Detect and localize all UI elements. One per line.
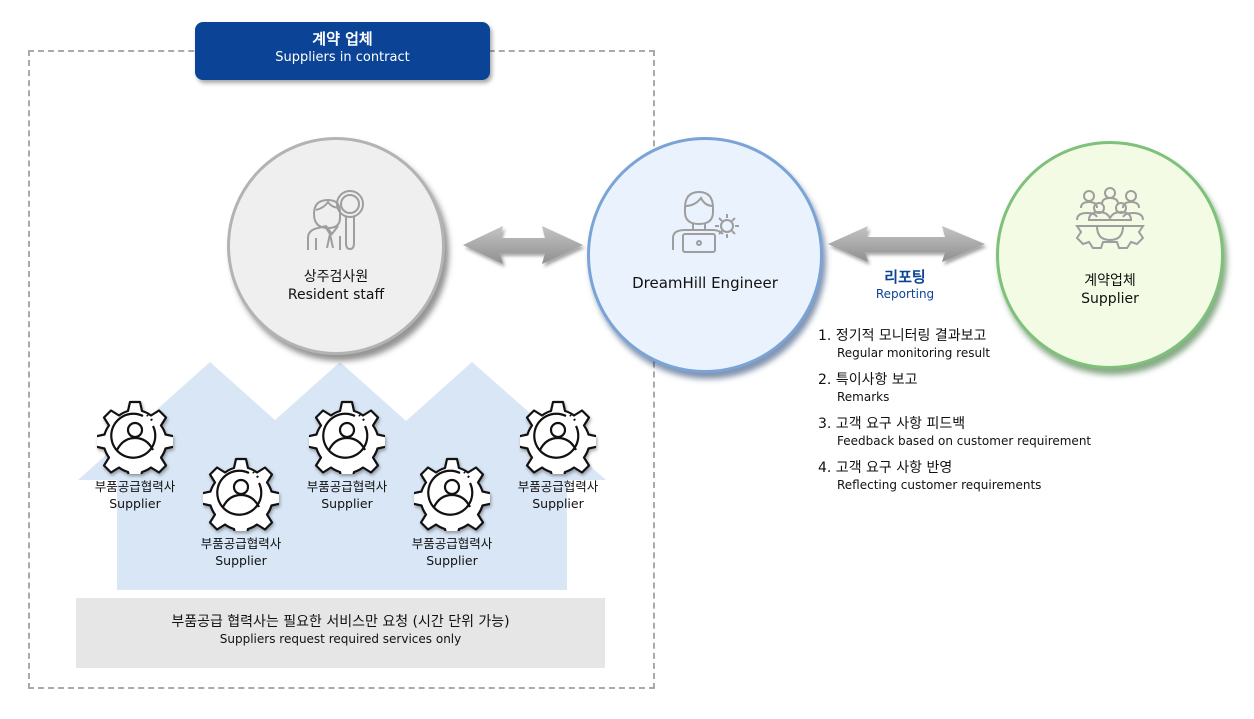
gear-person-icon (309, 400, 385, 474)
reporting-item: 3. 고객 요구 사항 피드백 Feedback based on custom… (818, 415, 1138, 449)
group-title-ko: 계약 업체 (312, 30, 373, 48)
part-supplier-label-en: Supplier (215, 553, 267, 568)
supplier-label-en: Supplier (1081, 291, 1139, 307)
double-arrow-resident-engineer (463, 226, 583, 264)
resident-label-en: Resident staff (287, 287, 385, 303)
part-supplier-label-ko: 부품공급협력사 (517, 479, 599, 494)
note-en: Suppliers request required services only (219, 632, 462, 646)
gear-person-icon (97, 400, 173, 474)
reporting-item-en: Feedback based on customer requirement (837, 434, 1092, 448)
node-resident-staff: 상주검사원 Resident staff (227, 137, 445, 355)
reporting-item-ko: 1. 정기적 모니터링 결과보고 (818, 328, 987, 344)
part-supplier-label-en: Supplier (532, 496, 584, 511)
reporting-item-en: Regular monitoring result (837, 346, 991, 360)
part-supplier-label-en: Supplier (426, 553, 478, 568)
group-title-en: Suppliers in contract (275, 50, 410, 65)
part-supplier-2: 부품공급협력사 Supplier (186, 455, 296, 569)
node-dreamhill-engineer: DreamHill Engineer (587, 137, 823, 373)
reporting-label-ko: 리포팅 (884, 268, 926, 286)
reporting-label: 리포팅 Reporting (850, 268, 960, 302)
note-ko: 부품공급 협력사는 필요한 서비스만 요청 (시간 단위 가능) (171, 614, 510, 630)
part-supplier-4: 부품공급협력사 Supplier (397, 455, 507, 569)
gear-person-icon (414, 457, 490, 531)
reporting-item-en: Reflecting customer requirements (837, 478, 1042, 492)
part-supplier-1: 부품공급협력사 Supplier (80, 398, 190, 512)
reporting-item-ko: 2. 특이사항 보고 (818, 372, 918, 388)
part-supplier-5: 부품공급협력사 Supplier (503, 398, 613, 512)
gear-person-icon (203, 457, 279, 531)
team-gear-icon (1075, 187, 1145, 249)
reporting-item-ko: 4. 고객 요구 사항 반영 (818, 460, 953, 476)
part-supplier-3: 부품공급협력사 Supplier (292, 398, 402, 512)
reporting-item-ko: 3. 고객 요구 사항 피드백 (818, 416, 966, 432)
supplier-label-ko: 계약업체 (1084, 273, 1136, 289)
part-supplier-label-ko: 부품공급협력사 (411, 536, 493, 551)
node-contract-supplier: 계약업체 Supplier (996, 141, 1224, 369)
reporting-label-en: Reporting (875, 287, 935, 301)
gear-person-icon (520, 400, 596, 474)
reporting-item-en: Remarks (837, 390, 890, 404)
reporting-items-list: 1. 정기적 모니터링 결과보고 Regular monitoring resu… (818, 327, 1138, 503)
group-title-box: 계약 업체 Suppliers in contract (195, 22, 490, 80)
reporting-item: 4. 고객 요구 사항 반영 Reflecting customer requi… (818, 459, 1138, 493)
part-supplier-label-en: Supplier (109, 496, 161, 511)
part-supplier-label-ko: 부품공급협력사 (306, 479, 388, 494)
part-supplier-label-ko: 부품공급협력사 (94, 479, 176, 494)
reporting-item: 2. 특이사항 보고 Remarks (818, 371, 1138, 405)
inspector-magnifier-icon (307, 190, 364, 251)
engineer-label: DreamHill Engineer (632, 274, 778, 292)
engineer-laptop-gear-icon (672, 190, 739, 253)
reporting-item: 1. 정기적 모니터링 결과보고 Regular monitoring resu… (818, 327, 1138, 361)
resident-label-ko: 상주검사원 (303, 269, 369, 285)
service-request-note: 부품공급 협력사는 필요한 서비스만 요청 (시간 단위 가능) Supplie… (76, 598, 605, 668)
part-supplier-label-en: Supplier (321, 496, 373, 511)
double-arrow-engineer-supplier (828, 226, 985, 262)
part-supplier-label-ko: 부품공급협력사 (200, 536, 282, 551)
